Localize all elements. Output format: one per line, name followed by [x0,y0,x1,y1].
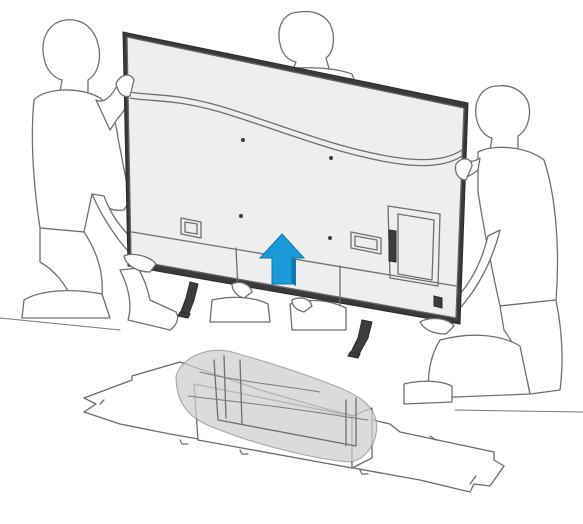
tv-stand-legs [177,281,373,359]
mounting-hole [241,138,245,142]
person-right [403,85,563,405]
plastic-wrap [175,349,378,463]
stand-leg-left [179,281,199,317]
floor-lines [0,317,583,413]
mounting-hole [328,236,332,240]
control-button [433,295,443,309]
mounting-hole [239,214,243,218]
terminal-port [350,231,382,255]
stand-leg-right [349,319,373,357]
power-port [180,217,202,239]
lift-up-arrow [258,233,306,286]
arrow-up-icon [258,233,306,285]
person-left [21,19,179,331]
television-rear [122,31,469,325]
hands [115,74,473,335]
mounting-hole [329,156,333,160]
person-center-legs [209,296,347,331]
stand-box-wrapped [175,349,378,469]
tv-back-panel [126,36,465,319]
